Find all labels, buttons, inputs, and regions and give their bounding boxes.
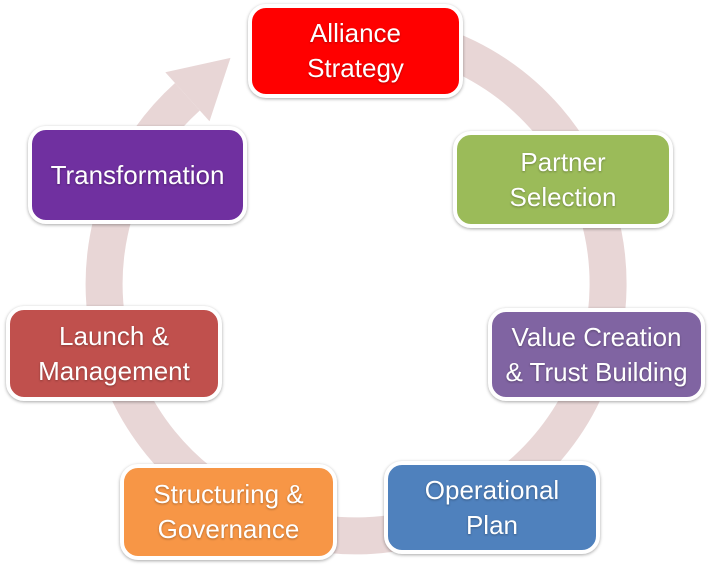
cycle-node-transformation: Transformation	[28, 126, 247, 224]
cycle-node-operational-plan: Operational Plan	[384, 461, 600, 554]
cycle-node-structuring-governance: Structuring & Governance	[120, 464, 337, 560]
cycle-node-label: Transformation	[50, 159, 225, 190]
cycle-arrowhead-icon	[165, 57, 231, 122]
cycle-node-label: Structuring & Governance	[153, 479, 304, 544]
cycle-node-partner-selection: Partner Selection	[453, 131, 673, 228]
cycle-node-alliance-strategy: Alliance Strategy	[248, 4, 463, 98]
cycle-node-label: Operational Plan	[424, 474, 560, 540]
cycle-node-value-creation-trust-building: Value Creation & Trust Building	[488, 308, 705, 401]
cycle-node-launch-management: Launch & Management	[6, 306, 222, 401]
cycle-node-label: Partner Selection	[509, 146, 617, 212]
cycle-node-label: Alliance Strategy	[307, 18, 404, 83]
cycle-node-label: Value Creation & Trust Building	[505, 321, 688, 387]
cycle-node-label: Launch & Management	[38, 320, 190, 386]
